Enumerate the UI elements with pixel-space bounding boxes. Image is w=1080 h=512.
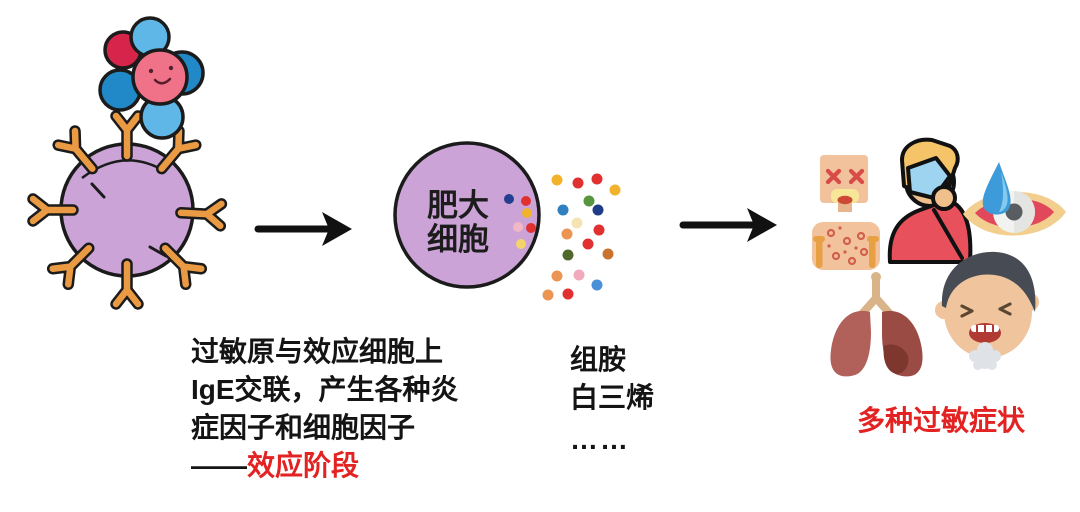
skin-rash-icon bbox=[812, 155, 880, 270]
granule-dot bbox=[571, 217, 583, 229]
stage1-caption: 过敏原与效应细胞上 IgE交联，产生各种炎 症因子和细胞因子 ——效应阶段 bbox=[191, 333, 459, 485]
caption-highlight: 效应阶段 bbox=[247, 450, 360, 481]
granule-dot bbox=[583, 195, 595, 207]
granule-dots bbox=[504, 173, 621, 301]
granule-dot bbox=[592, 204, 604, 216]
allergen-icon bbox=[98, 16, 205, 140]
mediator-item: 白三烯 bbox=[570, 382, 655, 413]
granule-dot bbox=[504, 194, 514, 204]
granule-dot bbox=[602, 248, 614, 260]
granule-dot bbox=[521, 196, 531, 206]
granule-dot bbox=[513, 222, 523, 232]
mast-cell-label-bottom: 细胞 bbox=[427, 222, 489, 257]
tear-drop bbox=[982, 162, 1011, 215]
arrow-right-icon bbox=[679, 208, 777, 242]
caption-line: 过敏原与效应细胞上 bbox=[191, 336, 444, 367]
granule-dot bbox=[551, 270, 563, 282]
mediator-item: 组胺 bbox=[570, 344, 627, 375]
arrow-right-icon bbox=[254, 212, 352, 246]
granule-dot bbox=[522, 208, 532, 218]
cell-inner-mark bbox=[90, 182, 106, 199]
granule-dot bbox=[516, 239, 526, 249]
granule-dot bbox=[562, 288, 574, 300]
granule-dot bbox=[542, 289, 554, 301]
mast-cell-degranulating-icon: 肥大 细胞 bbox=[393, 141, 541, 289]
granule-dot bbox=[557, 204, 569, 216]
coughing-person-icon bbox=[935, 251, 1039, 370]
caption-line: IgE交联，产生各种炎 bbox=[191, 374, 459, 405]
mediator-list: 组胺 白三烯 …… bbox=[570, 341, 654, 459]
stage3-caption: 多种过敏症状 bbox=[857, 405, 1026, 436]
granule-dot bbox=[572, 177, 584, 189]
mast-cell-label-top: 肥大 bbox=[427, 188, 489, 223]
granule-dot bbox=[562, 249, 574, 261]
granule-dot bbox=[526, 223, 536, 233]
caption-line: 症因子和细胞因子 bbox=[191, 412, 416, 443]
granule-dot bbox=[591, 173, 603, 185]
granule-dot bbox=[573, 269, 585, 281]
granule-dot bbox=[582, 238, 594, 250]
breath-mist bbox=[969, 342, 1001, 370]
mediator-ellipsis: …… bbox=[570, 424, 630, 455]
granule-dot bbox=[593, 224, 605, 236]
allergen-face bbox=[131, 48, 189, 106]
granule-dot bbox=[551, 174, 563, 186]
mast-cell-body bbox=[393, 141, 541, 289]
granule-dot bbox=[561, 228, 573, 240]
watery-eye-icon bbox=[963, 162, 1066, 236]
cell-inner-mark bbox=[148, 245, 168, 258]
sneezing-person-icon bbox=[887, 137, 973, 264]
caption-highlight-line: ——效应阶段 bbox=[191, 447, 459, 485]
granule-dot bbox=[609, 184, 621, 196]
lungs-icon bbox=[830, 272, 923, 377]
granule-dot bbox=[591, 279, 603, 291]
caption-dash: —— bbox=[191, 450, 247, 481]
